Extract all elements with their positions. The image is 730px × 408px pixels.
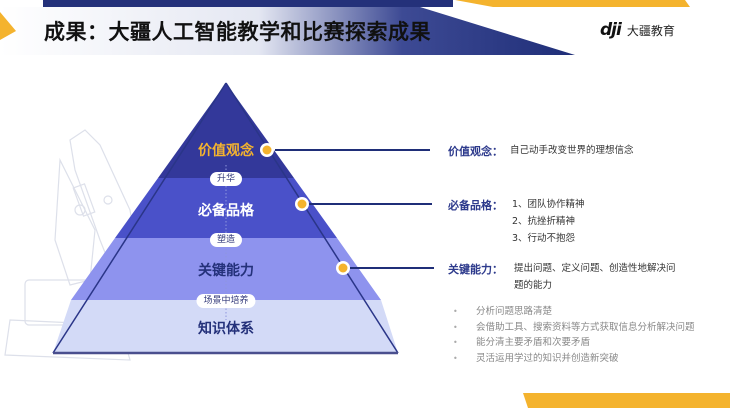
page-title: 成果：大疆人工智能教学和比赛探索成果 bbox=[44, 20, 431, 44]
list-item: 会借助工具、搜索资料等方式获取信息分析解决问题 bbox=[453, 320, 695, 336]
abilities-text: 提出问题、定义问题、创造性地解决问 题的能力 bbox=[514, 260, 676, 294]
character-label: 必备品格： bbox=[448, 199, 503, 212]
character-item: 2、抗挫折精神 bbox=[512, 216, 576, 227]
layer-values: 价值观念 bbox=[198, 143, 254, 159]
knowledge-bullet-list: 分析问题思路清楚 会借助工具、搜索资料等方式获取信息分析解决问题 能分清主要矛盾… bbox=[453, 304, 695, 366]
character-item: 1、团队协作精神 bbox=[512, 199, 585, 210]
dji-logo-mark: dji bbox=[600, 20, 622, 40]
abilities-line: 题的能力 bbox=[514, 280, 553, 291]
pyramid-diagram bbox=[52, 82, 434, 355]
connector-shape: 塑造 bbox=[209, 233, 243, 247]
values-text: 自己动手改变世界的理想信念 bbox=[510, 145, 634, 156]
connector-cultivate: 场景中培养 bbox=[196, 294, 256, 308]
layer-abilities: 关键能力 bbox=[198, 263, 254, 279]
connector-sublimate: 升华 bbox=[209, 172, 243, 186]
list-item: 分析问题思路清楚 bbox=[453, 304, 695, 320]
header-banner bbox=[0, 0, 690, 55]
footer-accent-bar bbox=[523, 393, 730, 408]
list-item: 能分清主要矛盾和次要矛盾 bbox=[453, 335, 695, 351]
dji-education-logo: dji 大疆教育 bbox=[600, 20, 675, 40]
layer-knowledge: 知识体系 bbox=[198, 321, 254, 337]
list-item: 灵活运用学过的知识并创造新突破 bbox=[453, 351, 695, 367]
logo-text: 大疆教育 bbox=[626, 23, 675, 38]
layer-character: 必备品格 bbox=[198, 203, 254, 219]
values-label: 价值观念： bbox=[448, 145, 503, 158]
character-list: 1、团队协作精神 2、抗挫折精神 3、行动不抱怨 bbox=[512, 196, 585, 247]
bullet-dot-icon bbox=[260, 143, 350, 275]
abilities-label: 关键能力： bbox=[448, 263, 503, 276]
abilities-line: 提出问题、定义问题、创造性地解决问 bbox=[514, 263, 676, 274]
character-item: 3、行动不抱怨 bbox=[512, 233, 576, 244]
